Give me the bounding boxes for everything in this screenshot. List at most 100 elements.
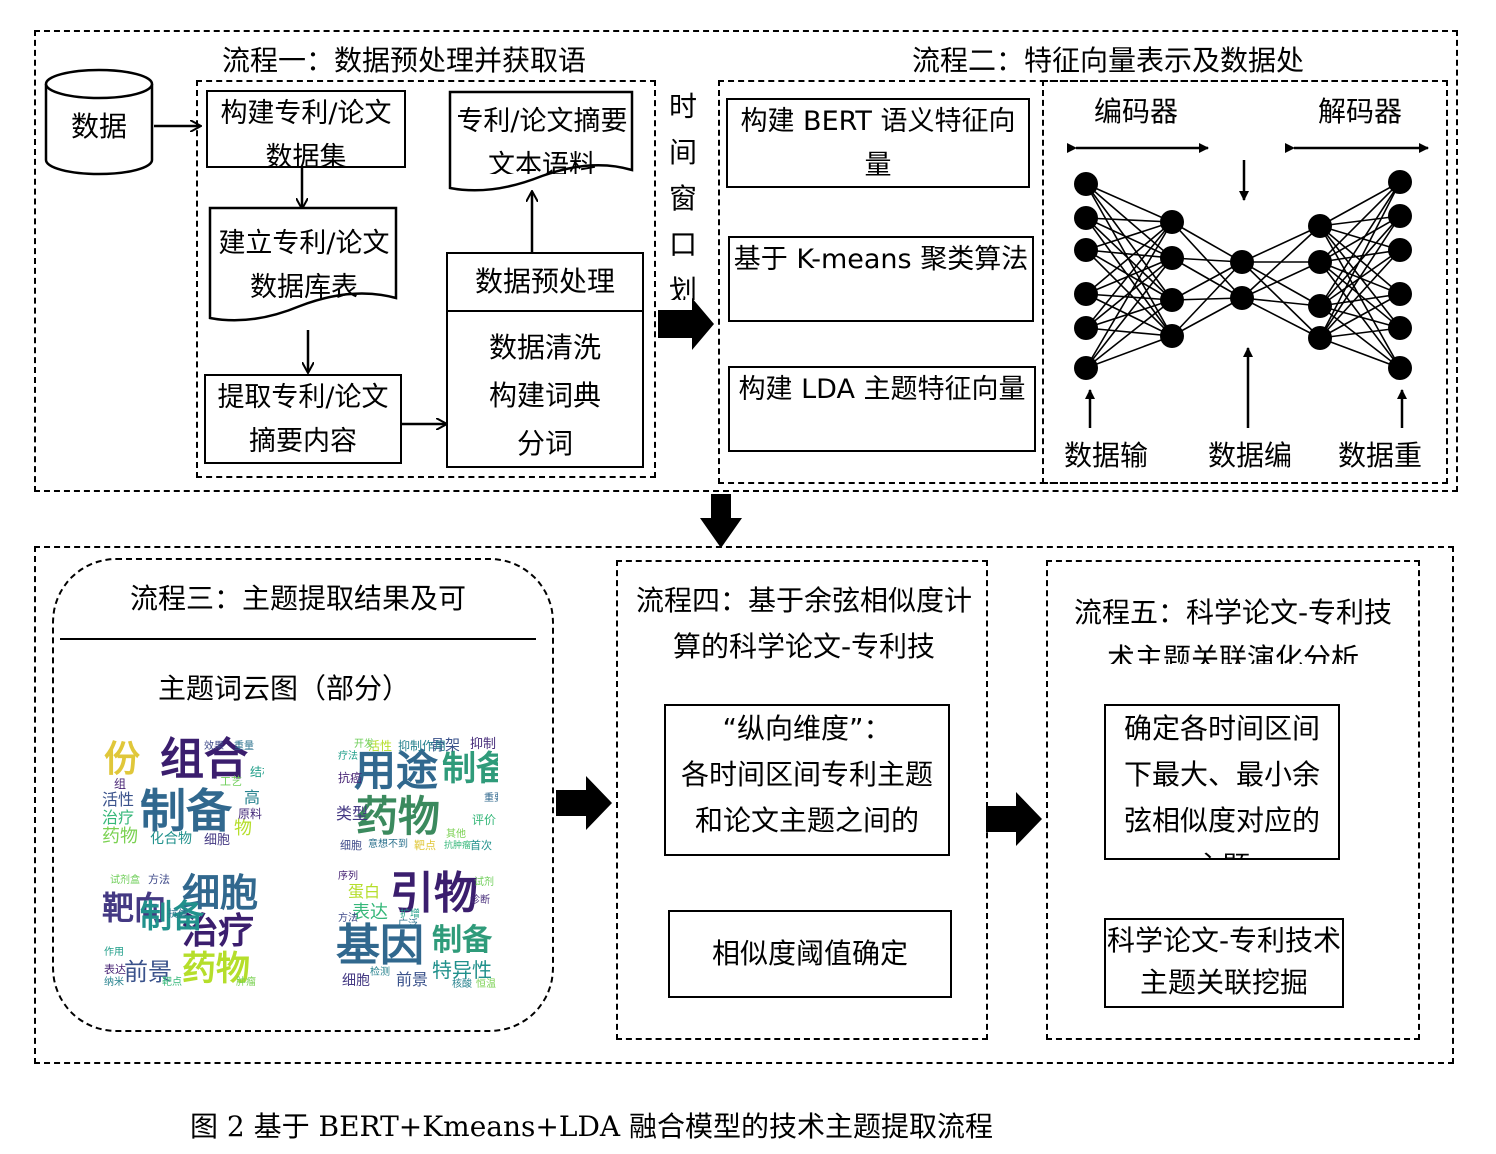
cloud1-word: 工艺 [220,775,242,788]
cloud4-word: 检测 [370,967,390,978]
stage-one-two-panel [34,30,1458,492]
vertical-dimension-line2: 各时间区间专利主题 [680,758,933,791]
cloud1-word: 份 [104,739,141,780]
step-clean: 数据清洗 [488,331,601,364]
cloud3-word: 治疗 [182,911,255,952]
cosine-range-box: 确定各时间区间 下最大、最小余 弦相似度对应的 主题 [1104,704,1340,860]
cloud3-word: 试剂盒 [110,875,140,886]
cloud2-word: 骨架 [430,736,461,754]
cloud4-word: 试剂 [474,877,494,888]
cloud4-word: 方法 [338,913,358,924]
cloud3-word: 方法 [148,873,170,886]
cloud4-word: 广泛 [398,919,418,930]
cloud2-word: 其他 [446,829,466,840]
wordcloud-3: 细胞 治疗 药物 靶向 制备 前景 抗体 试剂盒 表达 纳米 方法 肿瘤 作用 … [100,870,264,992]
preprocess-steps: 数据清洗 构建词典 分词 [448,312,642,462]
cloud1-word: 高 [244,788,261,807]
cloud1-word: 原料 [238,807,263,821]
kmeans-label: 基于 K-means 聚类算法 [733,244,1029,275]
extract-abstract-box: 提取专利/论文摘要内容 [204,374,402,464]
cloud2-word: 细胞 [340,839,362,852]
cloud3-word: 肿瘤 [236,977,256,988]
stage-three-five-panel [34,546,1454,1064]
cloud1-word: 制备 [140,784,232,838]
extract-abstract-label: 提取专利/论文摘要内容 [217,382,389,457]
cloud1-word: 物 [234,818,252,839]
cloud4-word: 基因 [336,920,424,971]
cloud1-word: 化合物 [150,831,192,847]
bert-vector-box: 构建 BERT 语义特征向量 [726,98,1030,188]
lda-vector-label: 构建 LDA 主题特征向量 [738,374,1026,405]
cloud1-word: 重量 [234,741,254,752]
cloud3-word: 靶向 [102,889,167,927]
cloud4-word: 表达 [352,902,388,923]
flow2-title: 流程二：特征向量表示及数据处 [912,44,1305,77]
cloud2-word: 药物 [356,792,441,841]
cloud2-word: 抑制 [470,737,497,752]
wordcloud-subtitle: 主题词云图（部分） [158,672,411,705]
cloud3-word: 前景 [124,958,172,986]
flow4-title: 流程四：基于余弦相似度计算的科学论文-专利技 [635,584,972,663]
cloud1-word: 细胞 [204,833,231,848]
cosine-range-line3: 弦相似度对应的 [1123,804,1320,837]
cloud1-word: 活性 [102,790,135,809]
flow1-title: 流程一：数据预处理并获取语 [222,44,587,77]
threshold-label: 相似度阈值确定 [711,937,908,970]
cloud2-word: 首次 [470,839,492,852]
cloud3-word: 细胞 [182,871,259,915]
cosine-range-line4: 主题 [1106,844,1338,858]
cloud2-word: 用途 [354,746,439,795]
preprocess-box: 数据预处理 数据清洗 构建词典 分词 [446,252,644,468]
corpus-label: 专利/论文摘要文本语料 [456,106,628,174]
vertical-dimension-line3: 和论文主题之间的 [694,804,919,837]
cloud4-word: 蛋白 [348,882,381,901]
cloud3-word: 纳米 [104,977,124,988]
cloud2-word: 制备 [442,749,498,789]
mining-label: 科学论文-专利技术主题关联挖掘 [1106,924,1342,999]
cloud2-word: 抑制作用 [398,739,447,753]
cloud4-word: 诊断 [470,895,490,906]
encoder-label: 编码器 [1094,95,1179,128]
flow3-panel [52,558,554,1032]
flow5-title: 流程五：科学论文-专利技术主题关联演化分析 [1073,596,1393,664]
cloud4-word: 扩增 [400,909,420,920]
cloud4-word: 核酸 [452,979,472,990]
cloud3-word: 表达 [104,963,126,976]
cloud2-word: 重要 [484,793,498,804]
cloud2-word: 疗法 [338,751,358,762]
cloud2-word: 靶点 [414,839,436,852]
vertical-dimension-line1: “纵向维度”： [722,712,892,745]
cosine-range-line2: 下最大、最小余 [1123,758,1320,791]
cloud3-word: 制备 [140,897,205,935]
cloud2-word: 抗癌 [338,771,363,785]
cosine-range-line1: 确定各时间区间 [1123,712,1320,745]
autoencoder-panel [1042,80,1448,484]
flow1-panel [196,80,656,478]
cloud2-word: 抗肿瘤 [444,841,472,851]
cloud4-word: 序列 [338,871,358,882]
cloud1-word: 药物 [102,826,138,847]
flow4-panel [616,560,988,1040]
flow3-divider [60,638,536,640]
cloud4-word: 引物 [390,870,478,919]
cloud4-word: 恒温 [476,979,496,990]
cloud2-word: 类型 [336,804,369,823]
flow3-title: 流程三：主题提取结果及可 [130,582,467,615]
cloud1-word: 治疗 [102,808,135,827]
data-input-label: 数据输 [1064,439,1149,472]
decoder-label: 解码器 [1318,95,1403,128]
build-dataset-box: 构建专利/论文数据集 [206,90,406,168]
cloud1-word: 组 [114,777,127,791]
cloud4-word: 细胞 [342,973,370,989]
build-dataset-label: 构建专利/论文数据集 [220,98,392,168]
cloud1-word: 结构 [250,765,264,779]
data-reconstruct-label: 数据重 [1338,439,1423,472]
cloud3-word: 靶点 [162,977,182,988]
cloud3-word: 抗体 [168,909,188,920]
build-database-label: 建立专利/论文数据库表 [218,228,390,303]
flow5-panel [1046,560,1420,1040]
cloud1-word: 组合 [160,736,248,785]
cloud4-word: 前景 [396,970,429,989]
cloud1-word: 效果 [204,741,224,752]
database-label: 数据 [70,110,127,143]
